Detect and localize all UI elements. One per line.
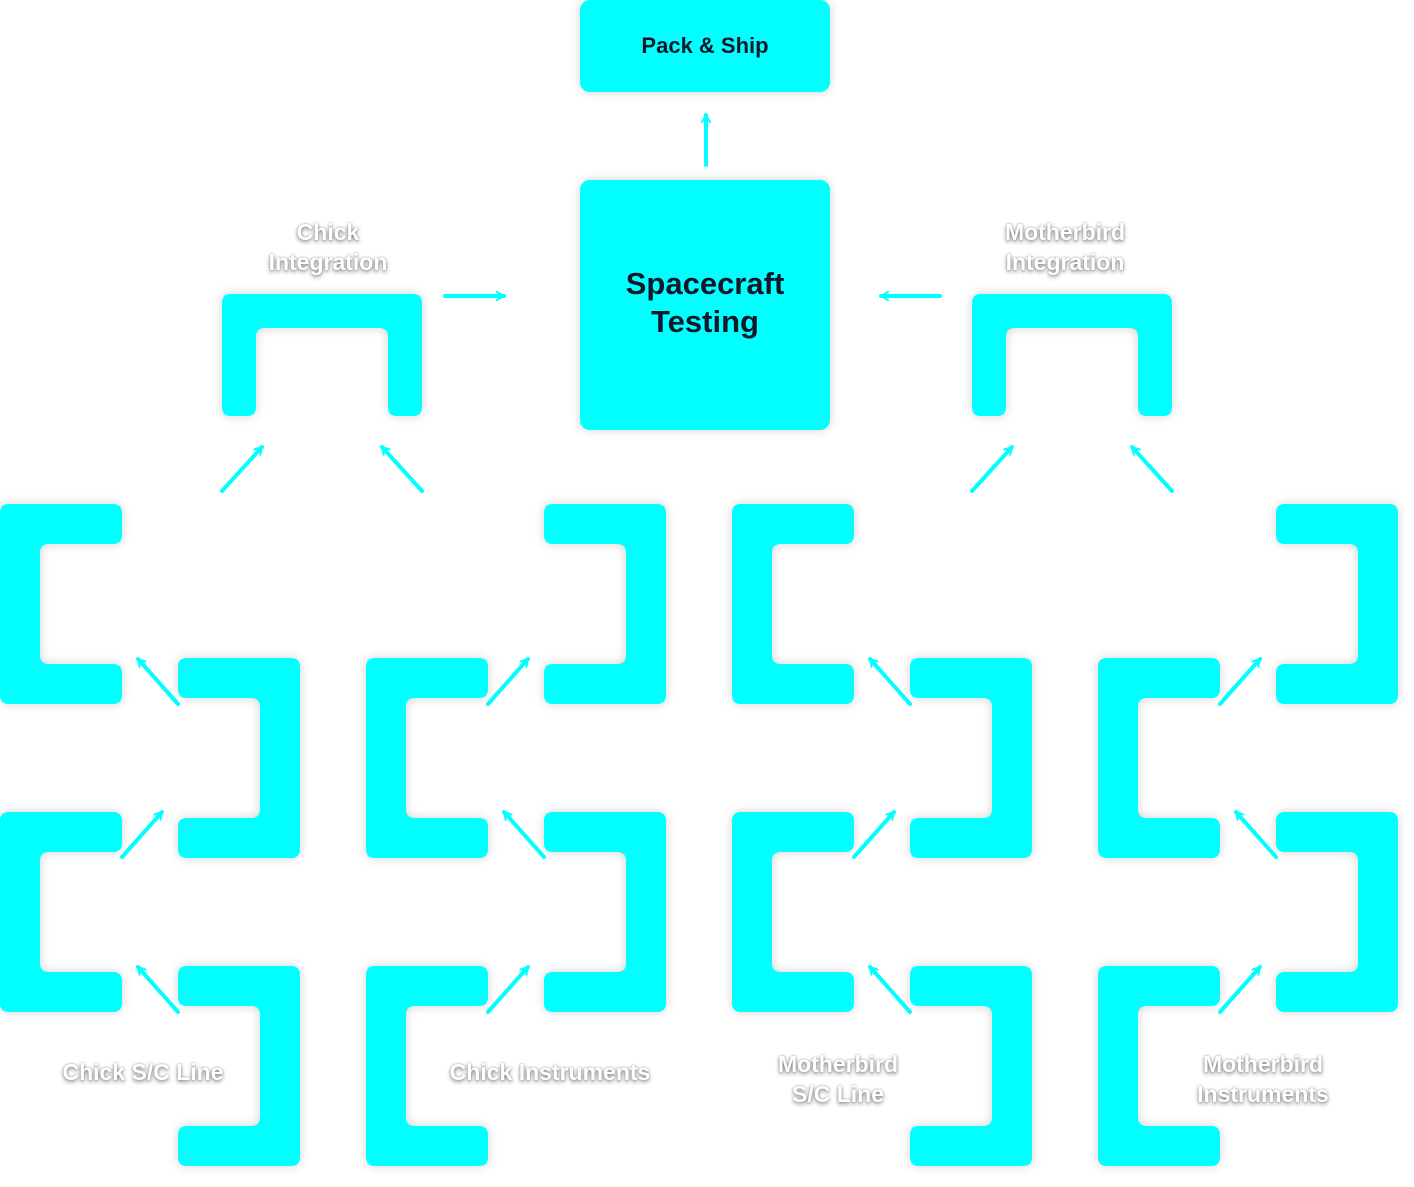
arrow-into-chick-integration-left [220,445,264,493]
inner-bracket-a-4 [910,966,1032,1166]
inner-bracket-a-3 [910,658,1032,858]
chick-integration-bracket [222,294,422,416]
outer-left-bracket-2 [0,812,122,1012]
flow-arrow-8 [852,810,896,859]
flow-arrow-12 [1218,965,1262,1014]
outer-right-bracket-1 [544,504,666,704]
flow-arrow-6 [486,965,530,1014]
motherbird-integration-label: Motherbird Integration [1004,219,1126,275]
arrow-into-motherbird-integration-right [1130,445,1174,493]
inner-bracket-b-1 [366,658,488,858]
flow-arrow-10 [1218,657,1262,706]
flow-arrow-4 [486,657,530,706]
outer-right-bracket-4 [1276,812,1398,1012]
inner-bracket-b-2 [366,966,488,1166]
inner-bracket-a-2 [178,966,300,1166]
motherbird-instruments-label: Motherbird Instruments [1197,1051,1329,1107]
outer-right-bracket-2 [544,812,666,1012]
pack-and-ship-box: Pack & Ship [580,0,830,92]
motherbird-sc-line-label: Motherbird S/C Line [777,1051,899,1107]
flow-arrow-1 [136,657,180,706]
flow-arrow-9 [868,965,912,1014]
flow-arrows [120,113,1278,1014]
spacecraft-testing-box: Spacecraft Testing [580,180,830,430]
arrow-into-motherbird-integration-left [970,445,1014,493]
outer-left-bracket-3 [732,504,854,704]
outer-left-bracket-4 [732,812,854,1012]
motherbird-integration-bracket [972,294,1172,416]
flow-arrow-2 [120,810,164,859]
arrow-into-chick-integration-right [380,445,424,493]
bracket-shapes [0,294,1398,1166]
flow-arrow-5 [502,810,546,859]
flow-arrow-3 [136,965,180,1014]
chick-instruments-label: Chick Instruments [449,1059,651,1085]
spacecraft-testing-label: Spacecraft Testing [625,266,785,339]
pack-and-ship-label: Pack & Ship [641,33,769,58]
outer-right-bracket-3 [1276,504,1398,704]
outer-left-bracket-1 [0,504,122,704]
inner-bracket-a-1 [178,658,300,858]
flow-arrow-11 [1234,810,1278,859]
inner-bracket-b-3 [1098,658,1220,858]
chick-sc-line-label: Chick S/C Line [62,1059,224,1085]
chick-integration-label: Chick Integration [268,219,388,275]
inner-bracket-b-4 [1098,966,1220,1166]
flow-arrow-7 [868,657,912,706]
